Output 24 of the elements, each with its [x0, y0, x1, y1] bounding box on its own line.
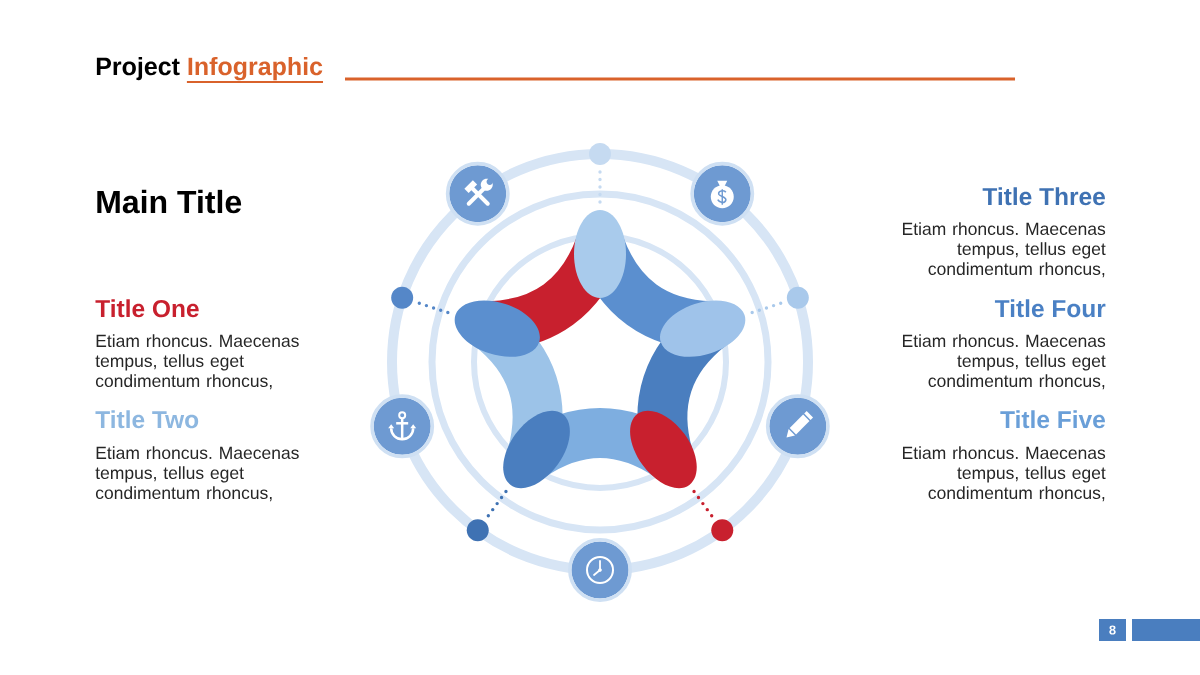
dotted-line [598, 170, 602, 205]
dot [466, 519, 489, 542]
page-number: 8 [1099, 619, 1126, 641]
dotted-line [486, 489, 508, 518]
body-text: Etiam rhoncus. Maecenas tempus, tellus eget condimentum rhoncus, [95, 334, 299, 390]
dotted-line [750, 301, 783, 315]
dot [391, 286, 414, 309]
section-heading: Title Three [982, 187, 1105, 206]
body-text: Etiam rhoncus. Maecenas tempus, tellus eget condimentum rhoncus, [903, 446, 1106, 502]
dot [711, 519, 734, 542]
main-heading: Main Title [97, 189, 242, 214]
body-text: Etiam rhoncus. Maecenas tempus, tellus eget condimentum rhoncus, [903, 334, 1106, 390]
section-heading: Title Five [1000, 410, 1105, 429]
section-heading: Title One [95, 299, 199, 318]
section-heading: Title Two [95, 410, 199, 429]
body-text: Etiam rhoncus. Maecenas tempus, tellus eget condimentum rhoncus, [95, 446, 299, 502]
dotted-line [417, 301, 450, 315]
body-text: Etiam rhoncus. Maecenas tempus, tellus eget condimentum rhoncus, [903, 222, 1106, 278]
page-title: Project Infographic [96, 56, 324, 83]
dot [786, 286, 809, 309]
section-heading: Title Four [994, 299, 1106, 318]
dot [589, 143, 611, 165]
star-shape [454, 210, 746, 489]
dotted-line [692, 489, 714, 518]
